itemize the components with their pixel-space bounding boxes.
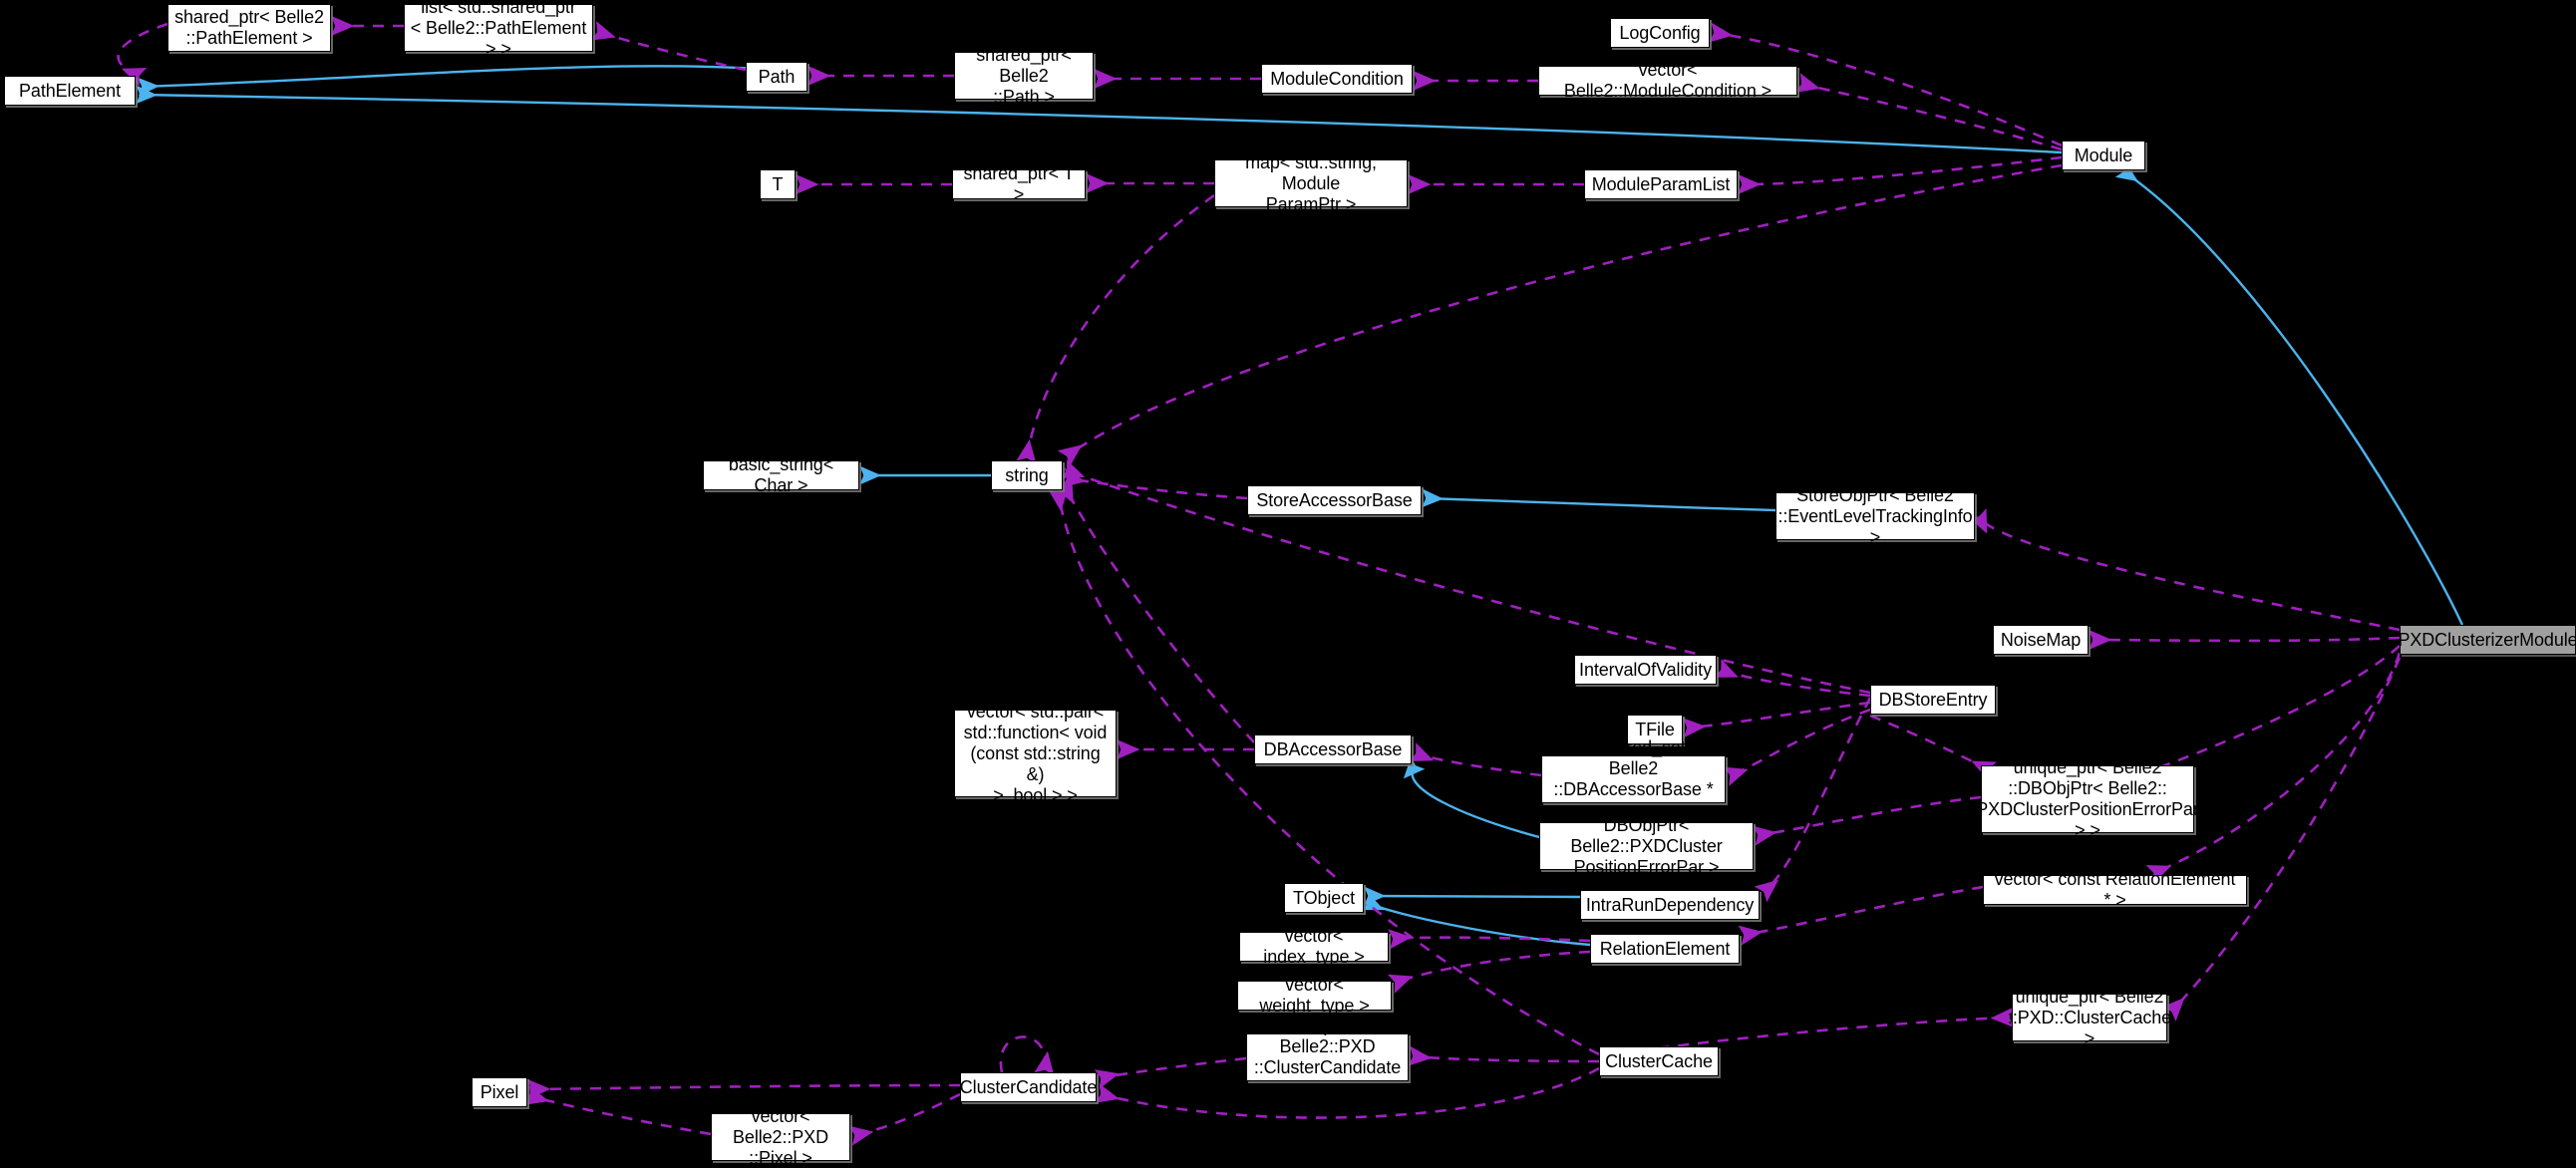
- edge-usage-21: [1682, 701, 1871, 738]
- class-node-dbobjptr_pxdcpep[interactable]: DBObjPtr< Belle2::PXDCluster PositionErr…: [1539, 815, 1754, 877]
- edge-inheritance-3: [1422, 488, 1776, 512]
- edge-usage-30: [1387, 950, 1591, 994]
- class-node-tfile[interactable]: TFile: [1627, 715, 1683, 744]
- class-node-storeaccessorbase[interactable]: StoreAccessorBase: [1247, 485, 1422, 515]
- class-node-modulecondition[interactable]: ModuleCondition: [1261, 64, 1413, 94]
- edge-usage-29: [1388, 929, 1591, 950]
- edge-usage-18: [1968, 508, 2401, 632]
- inheritance-edges: [136, 65, 2464, 947]
- edge-self-0: [999, 1035, 1055, 1076]
- class-node-shared_ptr_pathelement[interactable]: shared_ptr< Belle2 ::PathElement >: [167, 4, 331, 52]
- edge-inheritance-1: [136, 85, 2063, 154]
- class-node-vector_pxd_pixel[interactable]: vector< Belle2::PXD ::Pixel >: [711, 1106, 850, 1168]
- edge-usage-36: [1094, 1056, 1247, 1089]
- edge-usage-32: [2145, 652, 2402, 884]
- edge-usage-12: [1016, 193, 1215, 464]
- self-usage-edges: [999, 1035, 1055, 1076]
- class-node-list_shared_ptr_pe[interactable]: list< std::shared_ptr < Belle2::PathElem…: [404, 0, 593, 59]
- edge-usage-37: [1094, 1066, 1600, 1119]
- class-node-vector_const_relelem[interactable]: vector< const RelationElement * >: [1983, 869, 2247, 910]
- class-node-path[interactable]: Path: [746, 62, 807, 92]
- edge-usage-15: [1059, 459, 1871, 695]
- edge-usage-24: [1408, 742, 1542, 777]
- class-node-pxdclusterizermodule[interactable]: PXDClusterizerModule: [2398, 625, 2576, 655]
- edge-inheritance-4: [2114, 161, 2464, 626]
- class-node-unordered_set_dbab[interactable]: unordered_set< Belle2 ::DBAccessorBase *…: [1541, 737, 1726, 820]
- edge-usage-14: [1061, 467, 1248, 500]
- edge-usage-22: [1723, 708, 1871, 786]
- class-node-dbaccessorbase[interactable]: DBAccessorBase: [1254, 734, 1412, 764]
- edge-usage-2: [590, 21, 747, 72]
- edge-inheritance-6: [1364, 886, 1581, 906]
- edge-usage-20: [1713, 659, 1871, 698]
- class-node-pathelement[interactable]: PathElement: [4, 76, 136, 106]
- edge-usage-40: [523, 1085, 712, 1136]
- edge-usage-0: [117, 22, 168, 87]
- class-node-tobject[interactable]: TObject: [1284, 883, 1364, 913]
- class-node-logconfig[interactable]: LogConfig: [1610, 18, 1710, 48]
- edge-usage-28: [1754, 697, 1872, 903]
- edge-usage-33: [2160, 657, 2402, 1022]
- edge-usage-31: [1738, 885, 1984, 946]
- edge-usage-35: [1408, 1045, 1600, 1066]
- class-node-intrarundependency[interactable]: IntraRunDependency: [1580, 890, 1760, 920]
- edge-usage-13: [1057, 163, 2063, 467]
- class-node-intervalofvalidity[interactable]: IntervalOfValidity: [1574, 655, 1717, 685]
- class-node-dbstoreentry[interactable]: DBStoreEntry: [1870, 685, 1996, 715]
- class-node-moduleparamlist[interactable]: ModuleParamList: [1584, 169, 1738, 199]
- edge-usage-16: [1054, 477, 1255, 743]
- class-node-map_string_moduleparam[interactable]: map< std::string, Module ParamPtr >: [1214, 152, 1408, 214]
- edge-usage-26: [1869, 714, 1997, 780]
- class-node-module[interactable]: Module: [2062, 141, 2145, 170]
- edge-usage-6: [1794, 73, 2063, 151]
- edge-usage-11: [1738, 155, 2063, 195]
- class-node-relationelement[interactable]: RelationElement: [1590, 934, 1740, 964]
- edge-usage-7: [1708, 22, 2063, 147]
- class-node-shared_ptr_path[interactable]: shared_ptr< Belle2 ::Path >: [954, 45, 1094, 107]
- edge-usage-38: [526, 1078, 961, 1100]
- edge-usage-39: [848, 1092, 961, 1146]
- class-node-vector_index_type[interactable]: vector< index_type >: [1239, 926, 1389, 967]
- class-node-deque_clustercandidate[interactable]: deque< Belle2::PXD ::ClusterCandidate >: [1246, 1016, 1409, 1098]
- edge-usage-19: [2089, 629, 2401, 651]
- class-node-unique_ptr_clustercache[interactable]: unique_ptr< Belle2 ::PXD::ClusterCache >: [2007, 986, 2172, 1048]
- class-node-vector_weight_type[interactable]: vector< weight_type >: [1237, 975, 1392, 1016]
- edge-inheritance-7: [1361, 892, 1591, 947]
- edge-inheritance-0: [138, 65, 808, 97]
- class-node-storeobjptr_elti[interactable]: StoreObjPtr< Belle2 ::EventLevelTracking…: [1775, 485, 1975, 547]
- class-node-vector_modulecondition[interactable]: vector< Belle2::ModuleCondition >: [1538, 60, 1797, 101]
- class-node-string[interactable]: string: [991, 460, 1063, 490]
- class-node-shared_ptr_t[interactable]: shared_ptr< T >: [952, 163, 1086, 204]
- class-node-vector_pair_function[interactable]: vector< std::pair< std::function< void (…: [954, 702, 1117, 805]
- class-node-pixel[interactable]: Pixel: [472, 1077, 527, 1107]
- edge-usage-25: [1752, 795, 1982, 846]
- class-node-clustercandidate[interactable]: ClusterCandidate: [960, 1072, 1097, 1102]
- class-node-noisemap[interactable]: NoiseMap: [1993, 625, 2089, 655]
- class-node-basic_string_char[interactable]: basic_string< Char >: [703, 454, 859, 495]
- edge-inheritance-5: [1403, 756, 1540, 839]
- edge-usage-17: [1048, 486, 1600, 1056]
- class-node-unique_ptr_dbobjptr[interactable]: unique_ptr< Belle2 ::DBObjPtr< Belle2:: …: [1976, 757, 2199, 840]
- class-node-t[interactable]: T: [760, 169, 796, 199]
- usage-edges: [117, 15, 2402, 1146]
- class-node-clustercache[interactable]: ClusterCache: [1599, 1046, 1719, 1076]
